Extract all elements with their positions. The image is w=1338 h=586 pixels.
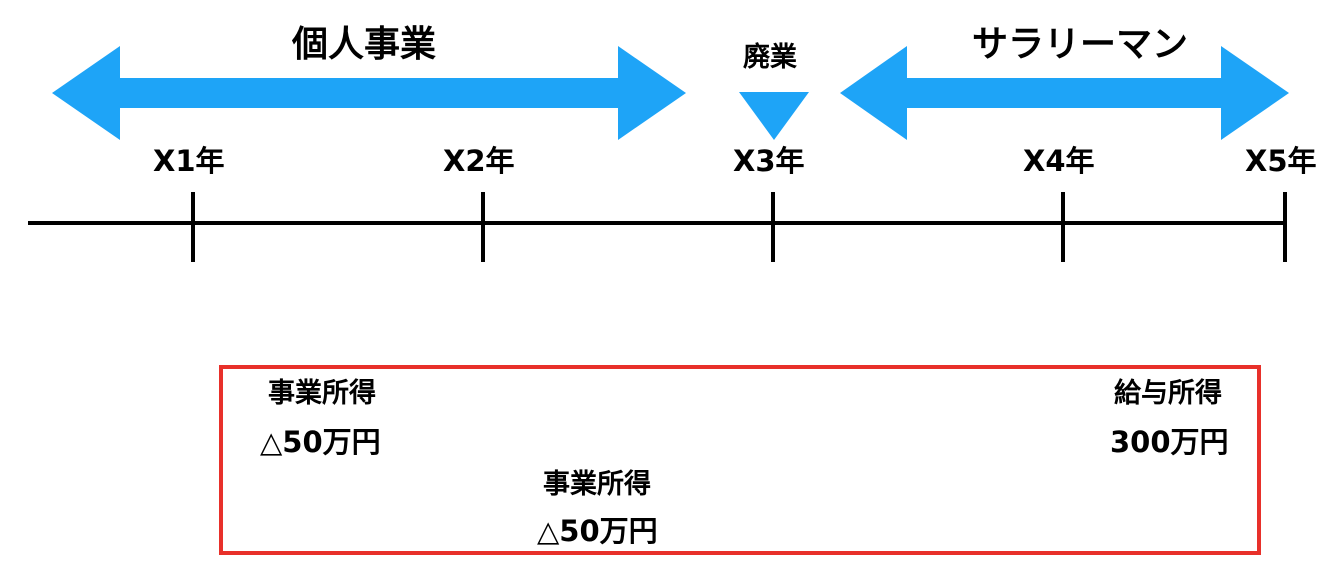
retirement-label: 廃業 xyxy=(743,42,797,73)
business-income-title-1: 事業所得 xyxy=(268,378,376,409)
year-label-x2: X2年 xyxy=(443,144,515,178)
salaried-period-arrow xyxy=(840,46,1289,140)
retirement-marker-triangle xyxy=(739,92,809,140)
business-income-title-2: 事業所得 xyxy=(543,469,651,500)
business-income-value-2: △50万円 xyxy=(537,514,658,548)
income-summary-box xyxy=(219,365,1261,555)
year-label-x4: X4年 xyxy=(1023,144,1095,178)
year-label-x5: X5年 xyxy=(1245,144,1317,178)
self-employed-period-arrow xyxy=(52,46,686,140)
salary-income-title: 給与所得 xyxy=(1114,378,1222,409)
self-employed-label: 個人事業 xyxy=(292,24,437,65)
salary-income-value: 300万円 xyxy=(1110,425,1229,459)
year-label-x1: X1年 xyxy=(153,144,225,178)
year-label-x3: X3年 xyxy=(733,144,805,178)
business-income-value-1: △50万円 xyxy=(260,425,381,459)
salaried-label: サラリーマン xyxy=(972,24,1189,65)
